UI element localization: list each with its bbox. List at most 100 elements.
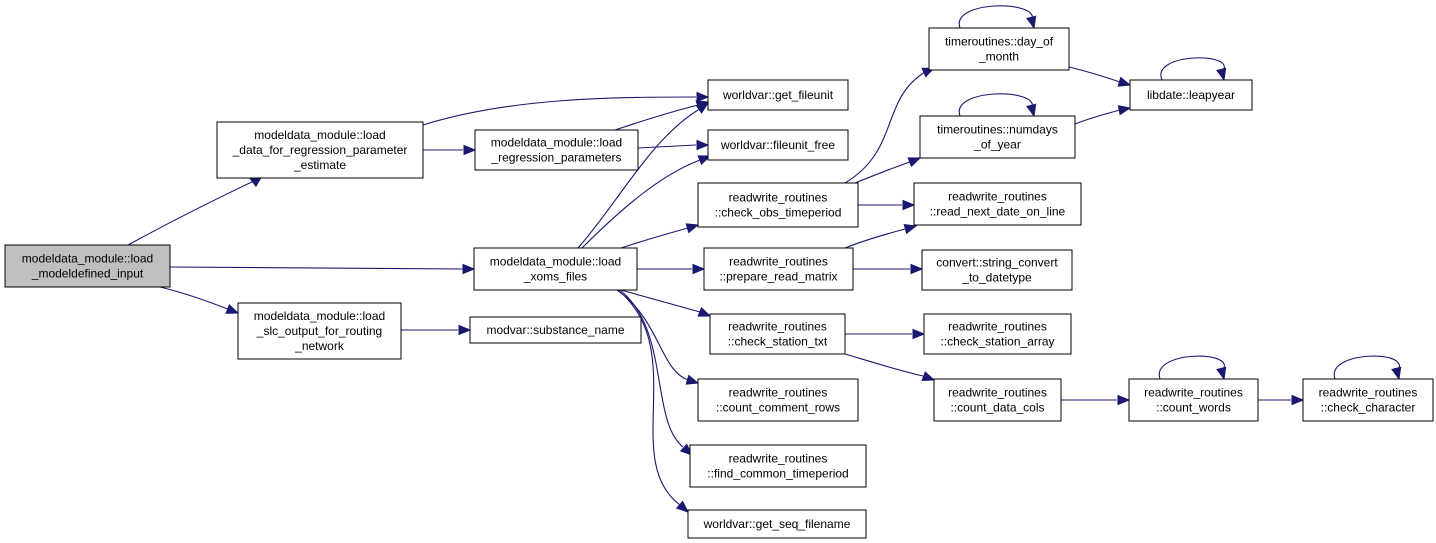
edge-line [1158,355,1225,380]
arrowhead [697,306,712,317]
edge-line [958,5,1033,29]
node-label-line: modeldata_module::load [254,309,385,323]
arrowhead [921,371,936,381]
edge-line [614,104,699,131]
node-count-data-cols[interactable]: readwrite_routines::count_data_cols [933,378,1062,422]
edge-count_words-to-count_words [1158,355,1227,381]
node-root: modeldata_module::load_modeldefined_inpu… [4,244,171,288]
node-prepare-read[interactable]: readwrite_routines::prepare_read_matrix [703,247,854,291]
node-string-convert[interactable]: convert::string_convert_to_datetype [921,249,1073,291]
node-check-character[interactable]: readwrite_routines::check_character [1302,378,1434,422]
edges-layer [127,5,1402,513]
node-box [1128,378,1259,422]
edge-leapyear-to-leapyear [1160,57,1227,82]
edge-load_xoms-to-count_comment [616,289,700,385]
edge-count_words-to-check_character [1258,394,1305,406]
edge-check_station_txt-to-count_data_cols [844,353,936,381]
node-label-line: ::check_obs_timeperiod [715,206,842,220]
edge-load_xoms-to-get_seq [617,289,689,513]
node-label-line: readwrite_routines [948,190,1047,204]
edge-load_xoms-to-check_station_txt [620,289,712,317]
node-leapyear[interactable]: libdate::leapyear [1129,79,1253,111]
node-load-xoms[interactable]: modeldata_module::load_xoms_files [473,247,638,291]
node-load-data-reg[interactable]: modeldata_module::load_data_for_regressi… [216,121,424,179]
edge-line [619,289,684,448]
node-get-fileunit[interactable]: worldvar::get_fileunit [707,79,849,111]
edge-line [616,289,689,381]
edge-load_xoms-to-get_fileunit [577,102,710,249]
node-label-line: ::check_station_txt [728,335,828,349]
node-box [237,302,402,360]
arrowhead [462,263,476,275]
node-load-reg-params[interactable]: modeldata_module::load_regression_parame… [474,129,639,171]
arrowhead [912,328,926,340]
node-label-line: _month [978,50,1019,64]
node-label-line: _of_year [973,138,1021,152]
node-label-line: _data_for_regression_parameter [232,143,408,157]
node-label-line: readwrite_routines [729,386,828,400]
node-label-line: _modeldefined_input [31,267,144,281]
node-label-line: _slc_output_for_routing [256,324,382,338]
node-count-words[interactable]: readwrite_routines::count_words [1128,378,1259,422]
edge-prepare_read-to-read_next_date [844,223,918,249]
edge-check_obs-to-numdays [854,157,922,184]
node-box [697,182,859,228]
node-label-line: readwrite_routines [1144,386,1243,400]
edge-line [1333,355,1400,380]
edge-line [581,159,701,249]
node-box [921,249,1073,291]
node-label-line: readwrite_routines [948,320,1047,334]
edge-check_station_txt-to-check_station_array [845,328,926,340]
node-label-line: _xoms_files [523,270,587,284]
arrowhead [685,374,700,385]
arrowhead [458,324,472,336]
node-read-next-date[interactable]: readwrite_routines::read_next_date_on_li… [913,182,1082,226]
edge-line [1074,109,1121,125]
node-box [689,444,867,488]
edge-day_of_month-to-day_of_month [958,5,1037,30]
node-box [928,27,1070,71]
node-find-common[interactable]: readwrite_routines::find_common_timeperi… [689,444,867,488]
edge-load_xoms-to-prepare_read [637,263,706,275]
arrowhead [696,91,710,103]
edge-numdays-to-numdays [958,93,1037,118]
arrowhead [675,500,689,513]
edge-line [169,266,464,270]
node-check-obs[interactable]: readwrite_routines::check_obs_timeperiod [697,182,859,228]
node-box [1129,79,1253,111]
arrowhead [685,223,700,234]
edge-line [1068,66,1121,83]
arrowhead [902,199,916,211]
arrowhead [1117,394,1131,406]
node-get-seq[interactable]: worldvar::get_seq_filename [687,509,867,539]
arrowhead [1026,103,1037,118]
edge-line [844,228,906,249]
node-load-slc[interactable]: modeldata_module::load_slc_output_for_ro… [237,302,402,360]
node-label-line: libdate::leapyear [1147,88,1235,102]
arrowhead [1291,394,1305,406]
node-check-station-txt[interactable]: readwrite_routines::check_station_txt [709,313,846,355]
edge-check_character-to-check_character [1333,355,1402,381]
node-label-line: readwrite_routines [728,320,827,334]
node-fileunit-free[interactable]: worldvar::fileunit_free [707,129,849,161]
edge-load_xoms-to-check_obs [620,223,700,249]
node-day-of-month[interactable]: timeroutines::day_of_month [928,27,1070,71]
arrowhead [1391,366,1402,381]
edge-line [844,353,924,377]
node-label-line: ::count_comment_rows [716,401,840,415]
node-label-line: ::read_next_date_on_line [930,205,1066,219]
node-numdays[interactable]: timeroutines::numdays_of_year [919,115,1076,159]
edge-line [617,289,681,506]
node-label-line: readwrite_routines [948,386,1047,400]
node-count-comment[interactable]: readwrite_routines::count_comment_rows [697,378,859,422]
edge-line [159,286,231,311]
node-substance-name[interactable]: modvar::substance_name [469,316,642,344]
arrowhead [463,144,477,156]
edge-line [620,227,689,249]
node-label-line: ::find_common_timeperiod [707,467,848,481]
node-check-station-array[interactable]: readwrite_routines::check_station_array [923,313,1072,355]
arrowhead [1117,76,1132,87]
edge-line [958,93,1033,117]
node-box [697,378,859,422]
arrowhead [1026,15,1037,30]
